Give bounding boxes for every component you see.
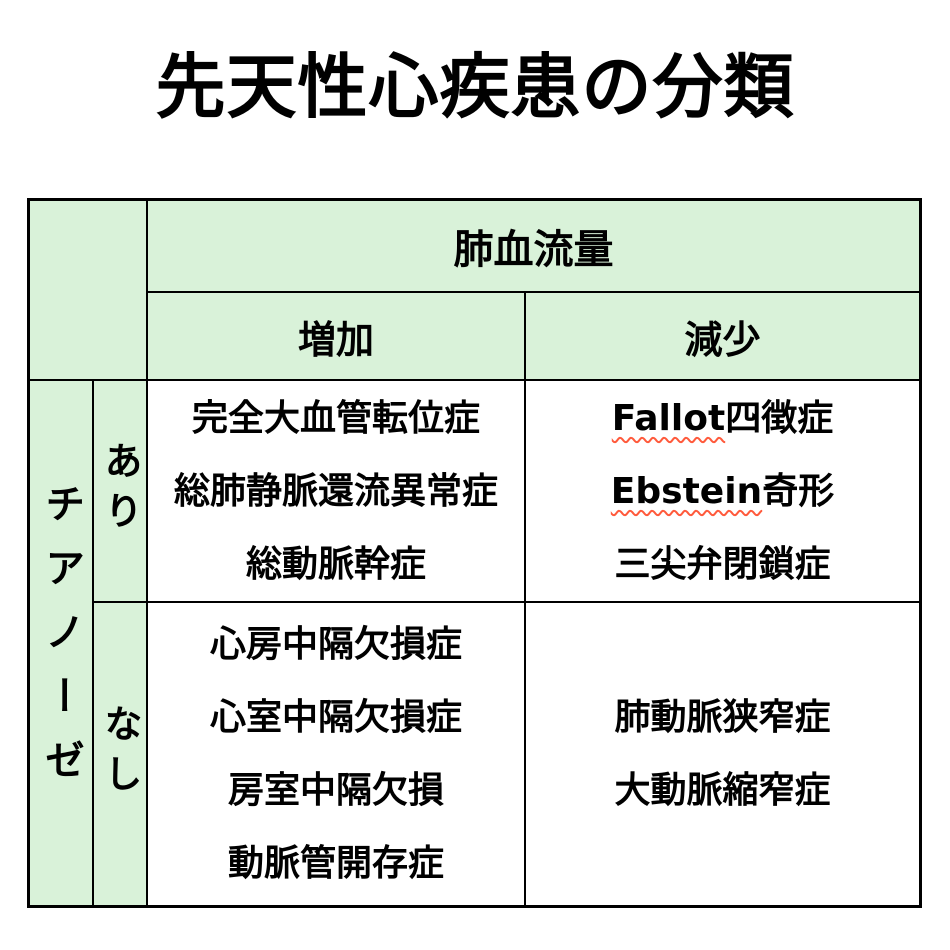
- disease-name-ja: 四徴症: [725, 397, 834, 439]
- disease-name-latin: Fallot: [611, 397, 726, 439]
- disease-name-ja: 奇形: [762, 470, 835, 512]
- page-title: 先天性心疾患の分類: [155, 46, 795, 128]
- corner-cell: [30, 201, 146, 379]
- row-header-cyanosis: チアノーゼ: [30, 379, 92, 905]
- column-header-decrease: 減少: [524, 291, 919, 379]
- disease-item: 心房中隔欠損症: [209, 624, 462, 665]
- disease-item: 完全大血管転位症: [191, 397, 480, 439]
- classification-table: 肺血流量 増加 減少 チアノーゼ あり なし 完全大血管転位症 総肺静脈還流異常…: [27, 198, 922, 908]
- disease-item-fallot: Fallot四徴症: [612, 382, 833, 455]
- row-header-absent-label: なし: [98, 704, 142, 804]
- cell-cyanosis-present-flow-decrease: Fallot四徴症 Ebstein奇形 三尖弁閉鎖症: [524, 379, 919, 601]
- disease-item: 心室中隔欠損症: [209, 697, 462, 738]
- disease-item: 房室中隔欠損: [227, 770, 444, 811]
- column-header-pulmonary-blood-flow: 肺血流量: [146, 201, 919, 291]
- column-header-increase: 増加: [146, 291, 524, 379]
- cell-cyanosis-present-flow-increase: 完全大血管転位症 総肺静脈還流異常症 総動脈幹症: [146, 379, 524, 601]
- disease-name-latin: Ebstein: [610, 470, 763, 512]
- row-header-cyanosis-label: チアノーゼ: [38, 483, 84, 803]
- row-header-cyanosis-present: あり: [92, 379, 146, 601]
- row-header-present-label: あり: [98, 441, 142, 541]
- disease-item: 肺動脈狭窄症: [614, 697, 831, 738]
- row-header-cyanosis-absent: なし: [92, 601, 146, 905]
- disease-item-ebstein: Ebstein奇形: [611, 455, 834, 528]
- disease-item: 三尖弁閉鎖症: [614, 543, 831, 585]
- cell-cyanosis-absent-flow-decrease: 肺動脈狭窄症 大動脈縮窄症: [524, 601, 919, 905]
- disease-item: 総肺静脈還流異常症: [173, 470, 498, 512]
- cell-cyanosis-absent-flow-increase: 心房中隔欠損症 心室中隔欠損症 房室中隔欠損 動脈管開存症: [146, 601, 524, 905]
- disease-item: 総動脈幹症: [245, 543, 426, 585]
- disease-item: 動脈管開存症: [227, 843, 444, 884]
- disease-item: 大動脈縮窄症: [614, 770, 831, 811]
